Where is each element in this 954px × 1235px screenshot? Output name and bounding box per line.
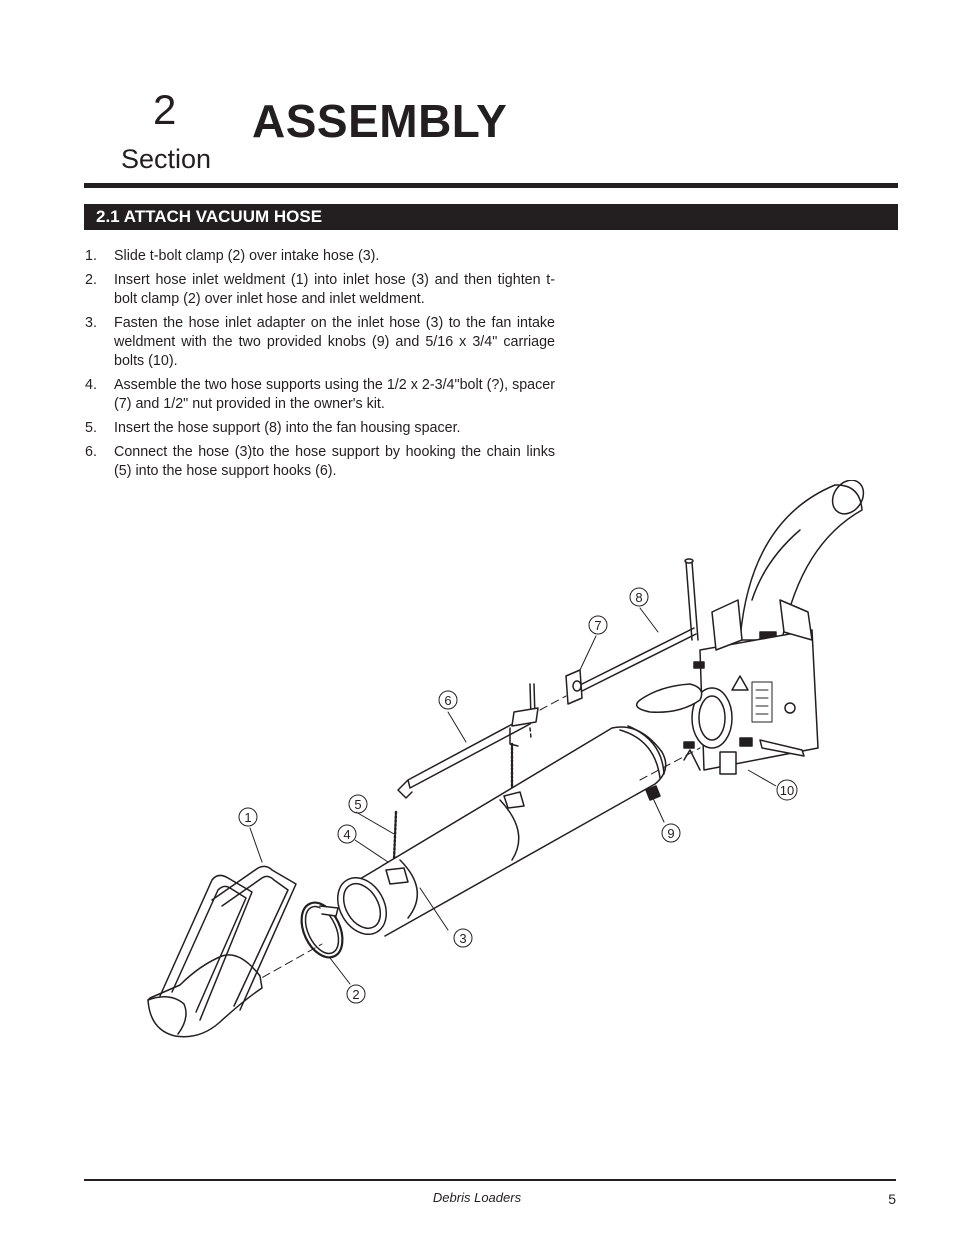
step-number: 2. [85, 272, 97, 288]
step-item: 3. Fasten the hose inlet adapter on the i… [84, 314, 555, 371]
blower-unit [635, 480, 865, 775]
spacer-7 [565, 635, 597, 705]
callout-5: 5 [348, 794, 368, 814]
callout-4: 4 [337, 824, 357, 844]
section-number: 2 [153, 86, 177, 133]
svg-text:7: 7 [594, 618, 601, 633]
step-item: 1. Slide t-bolt clamp (2) over intake hos… [84, 247, 555, 266]
callout-1: 1 [238, 807, 258, 827]
page-number: 5 [888, 1191, 896, 1207]
step-text: Connect the hose (3)to the hose support … [114, 444, 555, 479]
assembly-steps: 1. Slide t-bolt clamp (2) over intake hos… [84, 247, 555, 486]
svg-text:6: 6 [444, 693, 451, 708]
hose-support-6 [397, 707, 539, 799]
step-text: Slide t-bolt clamp (2) over intake hose … [114, 248, 380, 264]
step-item: 4. Assemble the two hose supports using t… [84, 376, 555, 414]
subsection-heading: 2.1 ATTACH VACUUM HOSE [84, 204, 898, 230]
svg-text:3: 3 [459, 931, 466, 946]
step-number: 3. [85, 315, 97, 331]
step-number: 1. [85, 248, 97, 264]
callout-7: 7 [588, 615, 608, 635]
step-item: 6. Connect the hose (3)to the hose suppor… [84, 443, 555, 481]
knob-9 [645, 785, 665, 823]
step-item: 2. Insert hose inlet weldment (1) into in… [84, 271, 555, 309]
svg-text:1: 1 [244, 810, 251, 825]
svg-text:4: 4 [343, 827, 350, 842]
svg-text:8: 8 [635, 590, 642, 605]
callout-2: 2 [346, 984, 366, 1004]
step-text: Insert hose inlet weldment (1) into inle… [114, 272, 555, 307]
chain-links-5 [392, 742, 514, 862]
step-item: 5. Insert the hose support (8) into the f… [84, 419, 555, 438]
step-text: Fasten the hose inlet adapter on the inl… [114, 315, 555, 369]
step-number: 6. [85, 444, 97, 460]
footer-rule [84, 1179, 896, 1181]
step-text: Insert the hose support (8) into the fan… [114, 420, 461, 436]
callout-9: 9 [661, 823, 681, 843]
svg-text:2: 2 [352, 987, 359, 1002]
footer-title: Debris Loaders [432, 1190, 522, 1205]
step-number: 5. [85, 420, 97, 436]
section-title: ASSEMBLY [252, 95, 508, 147]
svg-text:10: 10 [780, 783, 794, 798]
section-label: Section [121, 144, 212, 174]
intake-hose-3 [239, 695, 701, 991]
callout-6: 6 [438, 690, 458, 710]
t-bolt-clamp-2 [300, 901, 351, 985]
svg-text:9: 9 [667, 826, 674, 841]
callout-8: 8 [629, 587, 649, 607]
hose-inlet-weldment-1 [147, 827, 297, 1038]
assembly-diagram: 1 2 3 4 5 6 7 8 9 10 [147, 480, 865, 1038]
header-rule [84, 183, 898, 188]
step-number: 4. [85, 377, 97, 393]
hose-support-8 [577, 558, 699, 693]
callout-3: 3 [453, 928, 473, 948]
callout-labels: 1 2 3 4 5 6 7 8 9 10 [238, 587, 798, 1004]
callout-10: 10 [776, 779, 798, 801]
step-text: Assemble the two hose supports using the… [114, 377, 555, 412]
svg-text:5: 5 [354, 797, 361, 812]
